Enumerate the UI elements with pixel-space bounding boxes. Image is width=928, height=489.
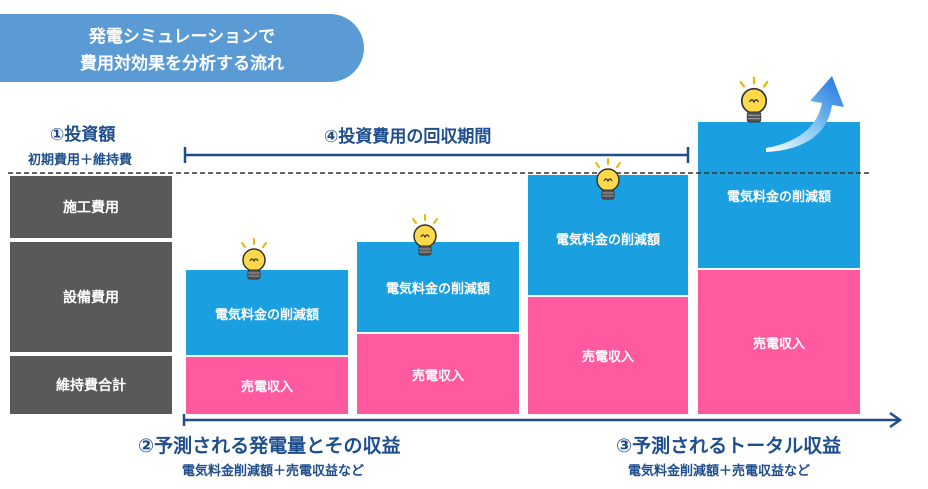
bar-1-sales-block: 売電収入 (186, 357, 348, 414)
lightbulb-icon (412, 214, 438, 256)
lightbulb-icon (241, 238, 267, 280)
lightbulb-icon (739, 76, 769, 123)
bar-3-sales-block: 売電収入 (528, 297, 688, 414)
maintenance-total-box: 維持費合計 (10, 356, 172, 414)
payback-period-label: ④投資費用の回収期間 (324, 127, 492, 147)
bar-2-saving-label: 電気料金の削減額 (385, 282, 490, 297)
forecast-generation-sublabel: 電気料金削減額＋売電収益など (182, 464, 365, 479)
investment-label: ①投資額 (50, 125, 116, 145)
upward-arrow-icon (766, 76, 844, 152)
bar-4-sales-block: 売電収入 (698, 270, 860, 414)
bar-2-saving-block: 電気料金の削減額 (357, 242, 519, 332)
bar-4-saving-label: 電気料金の削減額 (726, 190, 831, 205)
lightbulb-icon (595, 158, 621, 200)
total-revenue-label: ③予測されるトータル収益 (616, 435, 842, 457)
bar-1-saving-block: 電気料金の削減額 (186, 270, 348, 355)
bar-1-saving-label: 電気料金の削減額 (214, 308, 319, 323)
total-revenue-sublabel: 電気料金削減額＋売電収益など (628, 464, 811, 479)
title-line-1: 発電シミュレーションで (88, 27, 276, 47)
payback-period-bracket (183, 147, 690, 163)
forecast-generation-label: ②予測される発電量とその収益 (138, 435, 401, 457)
equipment-cost-box: 設備費用 (10, 242, 172, 352)
title-banner: 発電シミュレーションで 費用対効果を分析する流れ (0, 14, 364, 82)
title-line-2: 費用対効果を分析する流れ (80, 54, 284, 74)
bar-2-sales-block: 売電収入 (357, 334, 519, 414)
bar-3-saving-label: 電気料金の削減額 (555, 233, 660, 248)
time-axis-arrow (182, 411, 903, 429)
construction-cost-box: 施工費用 (10, 176, 172, 238)
investment-sublabel: 初期費用＋維持費 (28, 153, 133, 168)
